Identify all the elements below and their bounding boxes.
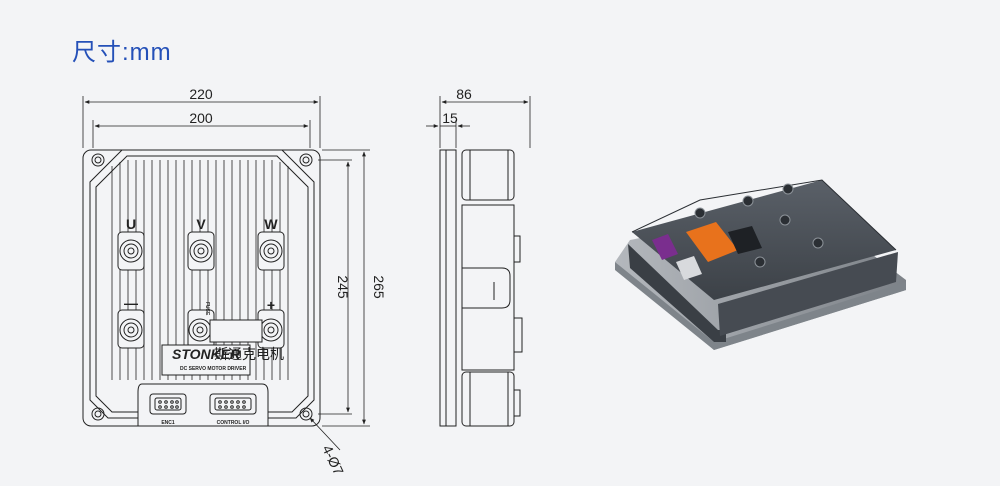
dim-200: 200 bbox=[189, 110, 213, 126]
side-top-block bbox=[461, 149, 515, 201]
label-v: V bbox=[196, 216, 206, 232]
terminal-minus bbox=[119, 318, 143, 342]
side-base-plate bbox=[439, 149, 457, 427]
hole-bottom-left bbox=[91, 407, 105, 421]
product-line-label: DC SERVO MOTOR DRIVER bbox=[180, 366, 247, 372]
side-dimensions bbox=[426, 96, 531, 148]
terminal-v bbox=[189, 239, 213, 263]
terminal-plus bbox=[259, 318, 283, 342]
control-io-label: CONTROL I/O bbox=[217, 420, 250, 426]
fuse-bar bbox=[209, 319, 263, 343]
label-minus: — bbox=[124, 295, 138, 311]
label-fuse: FUSE bbox=[204, 302, 210, 316]
side-view bbox=[439, 149, 523, 427]
brand-logo: STONKER bbox=[172, 346, 241, 362]
product-render bbox=[615, 179, 906, 350]
dim-265: 265 bbox=[371, 275, 387, 299]
terminal-fuse bbox=[188, 318, 212, 342]
front-view bbox=[82, 149, 321, 427]
brand-cn: 斯通克电机 bbox=[214, 346, 284, 362]
label-panel bbox=[161, 344, 251, 376]
control-io-connector bbox=[209, 393, 257, 415]
side-connector-bulge bbox=[462, 267, 511, 309]
dim-245: 245 bbox=[335, 275, 351, 299]
page-title: 尺寸:mm bbox=[72, 39, 172, 66]
front-dimensions bbox=[82, 96, 370, 451]
front-view-labels: U V W — + FUSE STONKER 斯通克电机 DC SERVO MO… bbox=[124, 216, 284, 426]
side-body bbox=[461, 204, 515, 371]
hole-top-right bbox=[299, 153, 313, 167]
enc1-label: ENC1 bbox=[161, 420, 175, 426]
dim-15: 15 bbox=[442, 110, 458, 126]
terminal-w bbox=[259, 239, 283, 263]
label-w: W bbox=[264, 216, 278, 232]
label-u: U bbox=[126, 216, 136, 232]
enc1-connector bbox=[149, 393, 187, 415]
dim-86: 86 bbox=[456, 86, 472, 102]
hole-top-left bbox=[91, 153, 105, 167]
terminal-u bbox=[119, 239, 143, 263]
label-plus: + bbox=[267, 297, 275, 313]
dim-220: 220 bbox=[189, 86, 213, 102]
front-housing bbox=[89, 149, 315, 419]
dim-hole: 4-Ø7 bbox=[319, 443, 347, 478]
